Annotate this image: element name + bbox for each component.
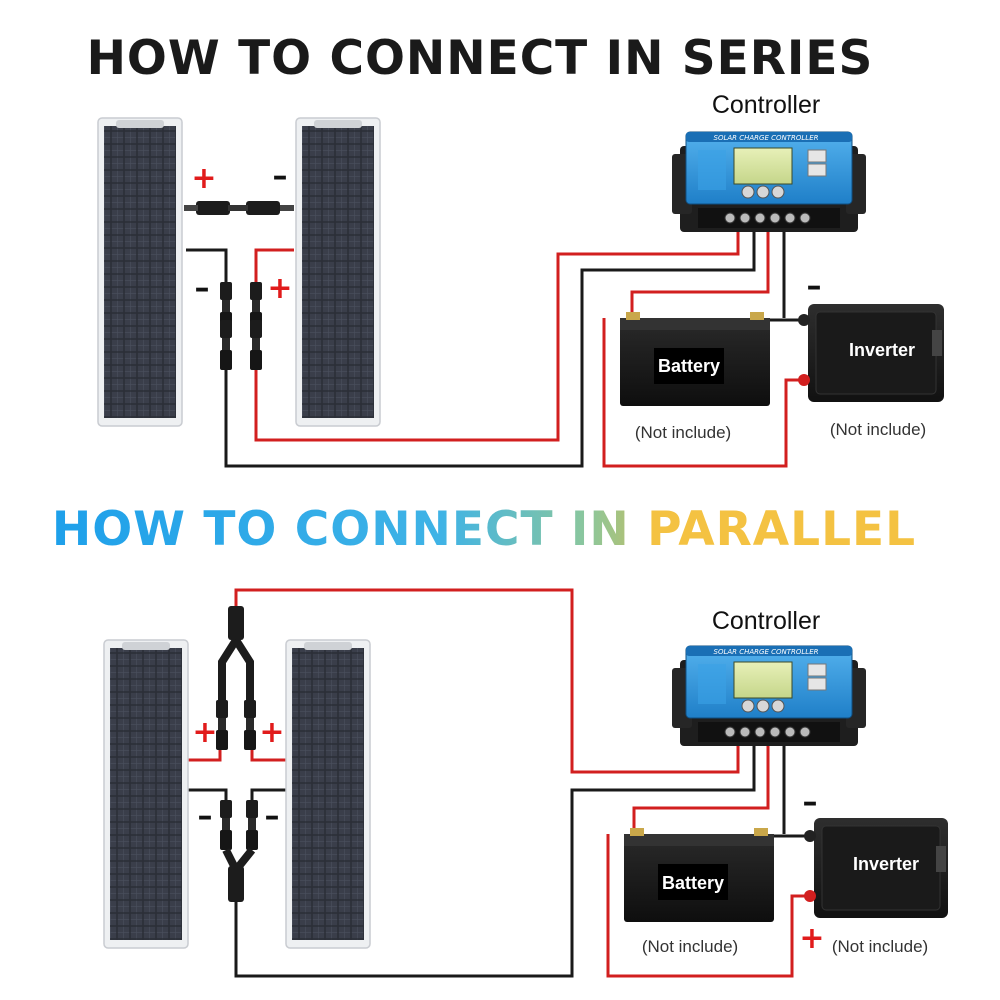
parallel-minus-sign-left: – bbox=[198, 799, 213, 834]
parallel-inverter-minus-sign: – bbox=[803, 785, 818, 820]
series-wires bbox=[186, 218, 808, 468]
parallel-controller-header: SOLAR CHARGE CONTROLLER bbox=[714, 648, 819, 656]
series-wire-pv-positive bbox=[254, 218, 740, 442]
series-title: HOW TO CONNECT IN SERIES bbox=[87, 31, 874, 86]
series-solar-panel-2 bbox=[295, 117, 381, 427]
parallel-connector-negative-1 bbox=[220, 800, 232, 850]
parallel-title: HOW TO CONNECT IN PARALLEL bbox=[52, 502, 916, 557]
parallel-charge-controller bbox=[671, 645, 867, 747]
parallel-battery-label: Battery bbox=[662, 873, 724, 893]
parallel-plus-sign-left: + bbox=[192, 715, 217, 750]
parallel-y-branch-positive bbox=[218, 606, 254, 700]
parallel-plus-sign-right: + bbox=[259, 715, 284, 750]
series-wire-inverter-positive bbox=[602, 318, 808, 468]
parallel-solar-panel-1 bbox=[103, 639, 189, 949]
series-wire-panel2-pos bbox=[254, 248, 294, 285]
parallel-wires bbox=[186, 588, 814, 978]
series-battery-note: (Not include) bbox=[635, 423, 731, 442]
parallel-inverter-plus-sign: + bbox=[799, 921, 824, 956]
series-top-connector bbox=[184, 201, 294, 215]
series-solar-panel-1 bbox=[97, 117, 183, 427]
series-controller-header: SOLAR CHARGE CONTROLLER bbox=[714, 134, 819, 142]
series-connector-positive-lower bbox=[250, 320, 262, 370]
series-minus-sign-side: – bbox=[195, 271, 210, 306]
series-wire-panel1-neg bbox=[186, 248, 228, 285]
parallel-battery-note: (Not include) bbox=[642, 937, 738, 956]
parallel-controller-label: Controller bbox=[712, 607, 820, 635]
parallel-wire-inverter-positive bbox=[606, 834, 814, 978]
series-wire-pv-negative bbox=[224, 218, 756, 468]
series-connector-negative-lower bbox=[220, 320, 232, 370]
parallel-title-part1: HOW TO CONNECT IN bbox=[52, 502, 647, 557]
series-battery-label: Battery bbox=[658, 356, 720, 376]
parallel-inverter-note: (Not include) bbox=[832, 937, 928, 956]
series-inverter bbox=[798, 304, 944, 402]
series-inverter-minus-sign: – bbox=[807, 269, 822, 304]
series-inverter-note: (Not include) bbox=[830, 420, 926, 439]
parallel-wire-battery-positive bbox=[632, 742, 770, 834]
parallel-title-part2: PARALLEL bbox=[647, 502, 916, 557]
parallel-connector-positive-1 bbox=[216, 700, 228, 750]
parallel-battery bbox=[624, 828, 774, 922]
series-wire-battery-positive bbox=[630, 218, 770, 318]
series-plus-sign-top: + bbox=[191, 161, 216, 196]
series-inverter-label: Inverter bbox=[849, 340, 915, 360]
series-charge-controller bbox=[671, 131, 867, 233]
parallel-minus-sign-right: – bbox=[265, 799, 280, 834]
series-controller-label: Controller bbox=[712, 91, 820, 119]
parallel-wire-pv-positive bbox=[234, 588, 740, 774]
parallel-connector-positive-2 bbox=[244, 700, 256, 750]
parallel-connector-negative-2 bbox=[246, 800, 258, 850]
series-battery bbox=[620, 312, 770, 406]
series-plus-sign-side: + bbox=[267, 271, 292, 306]
parallel-wire-pv-negative bbox=[234, 742, 756, 978]
parallel-solar-panel-2 bbox=[285, 639, 371, 949]
parallel-y-branch-negative bbox=[222, 847, 256, 902]
series-minus-sign-top: – bbox=[273, 159, 288, 194]
parallel-inverter bbox=[804, 818, 948, 918]
parallel-inverter-label: Inverter bbox=[853, 854, 919, 874]
